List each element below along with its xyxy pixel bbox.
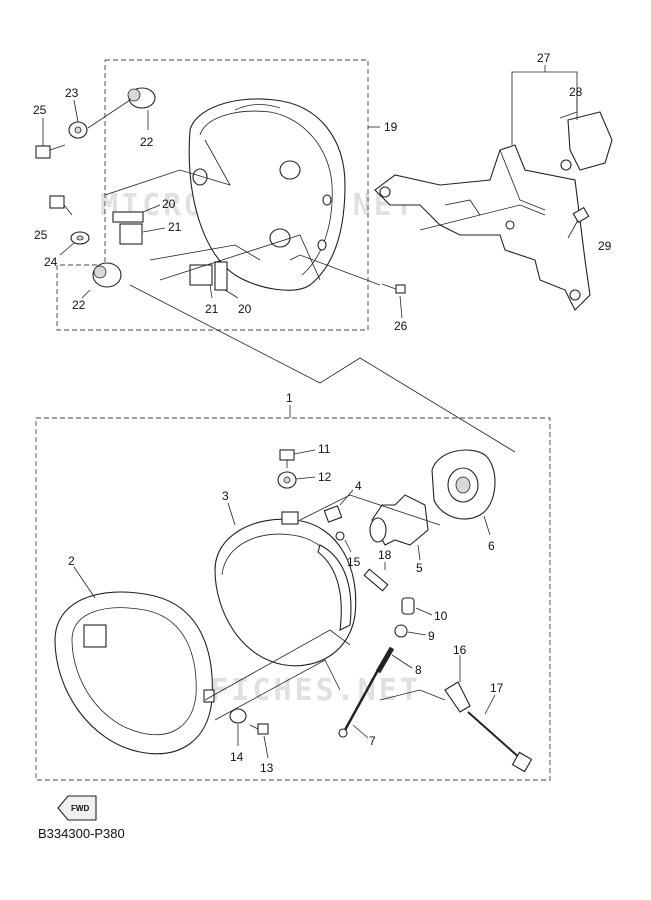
bracket-plate-shape [560,111,613,171]
part-labels: 1 2 3 4 5 6 7 8 9 10 11 12 13 14 15 16 1… [33,51,612,775]
grommet-12-shape [277,471,316,489]
label-3: 3 [222,489,229,503]
label-11: 11 [318,442,331,456]
label-20-lower: 20 [238,302,252,316]
label-8: 8 [415,663,422,677]
grommet-22-top-shape [127,87,156,130]
pin-18-shape [363,562,389,592]
spring-8-shape [375,646,413,674]
label-17: 17 [490,681,504,695]
screw-26-shape [381,283,406,319]
label-19: 19 [384,120,398,134]
label-4: 4 [355,479,362,493]
label-5: 5 [416,561,423,575]
headlight-unit-shape [214,502,357,667]
fwd-label: FWD [71,804,89,813]
bulb-clip-4-shape [323,489,354,523]
label-14: 14 [230,750,244,764]
adjust-screw-7-shape [338,669,380,739]
washer-24-shape [59,231,90,256]
label-1: 1 [286,391,293,405]
bolt-29-shape [567,206,590,239]
socket-cord-17-shape [467,694,533,773]
collar-23-shape [68,99,131,139]
label-23: 23 [65,86,79,100]
screw-11-shape [279,449,316,468]
label-20-upper: 20 [162,197,176,211]
label-21-upper: 21 [168,220,182,234]
label-16: 16 [453,643,467,657]
label-10: 10 [434,609,448,623]
headlight-bulb-shape [369,494,429,561]
label-2: 2 [68,554,75,568]
nut-15-shape [335,531,352,553]
label-22-upper: 22 [140,135,154,149]
clip-20-21-lower-shape [189,261,239,299]
headlight-assembly-group-box [35,405,551,781]
label-26: 26 [394,319,408,333]
label-21-lower: 21 [205,302,219,316]
assembly-lines-upper [104,139,546,286]
clip-20-21-upper-shape [112,204,166,245]
label-7: 7 [369,734,376,748]
grommet-22-lower-shape [81,262,122,299]
label-9: 9 [428,629,435,643]
fwd-arrow-icon [57,795,97,821]
label-24: 24 [44,255,58,269]
leaders-27-28 [511,65,578,145]
nut-9-shape [394,624,427,638]
label-15: 15 [347,555,361,569]
headlight-rim-shape [54,566,215,755]
label-28: 28 [569,85,583,99]
headlight-case-shape [188,98,346,291]
screw-13-shape [249,723,269,759]
label-6: 6 [488,539,495,553]
label-25-lower: 25 [34,228,48,242]
label-29: 29 [598,239,612,253]
headlight-bracket-shape [374,144,591,311]
position-bulb-16-shape [444,655,471,713]
label-12: 12 [318,470,332,484]
label-13: 13 [260,761,274,775]
assembly-lines-lower [204,494,446,721]
grommet-14-shape [229,708,247,746]
label-25-upper: 25 [33,103,47,117]
bulb-cover-shape [431,449,496,536]
label-27: 27 [537,51,551,65]
bolt-25-lower-shape [49,195,73,216]
label-18: 18 [378,548,392,562]
label-22-lower: 22 [72,298,86,312]
diagram-code: B334300-P380 [38,826,125,841]
bolt-25-top-shape [35,118,66,159]
connector-line [129,284,516,453]
nut-10-shape [401,597,433,616]
